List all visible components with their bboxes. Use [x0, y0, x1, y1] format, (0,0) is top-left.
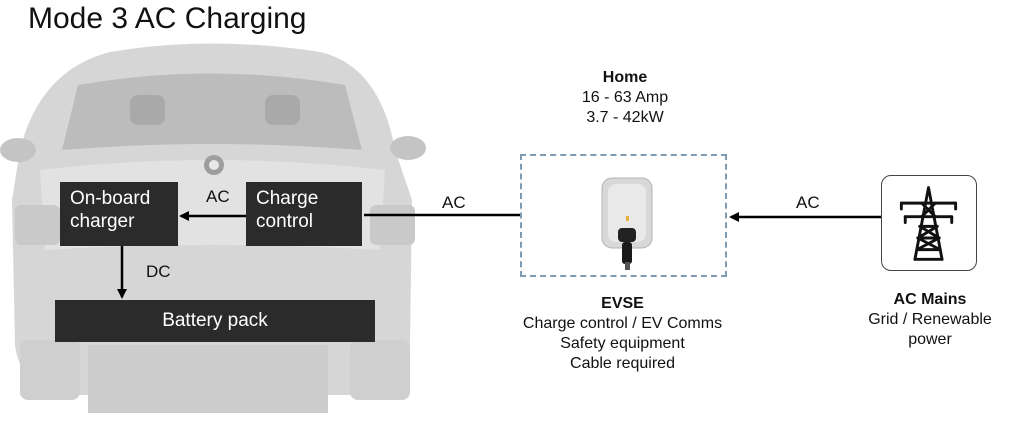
mains-line-1: Grid / Renewable	[868, 311, 992, 328]
diagram-title: Mode 3 AC Charging	[28, 2, 307, 35]
home-power: 3.7 - 42kW	[586, 109, 664, 126]
evse-info: EVSE Charge control / EV Comms Safety eq…	[500, 294, 745, 374]
mains-heading: AC Mains	[893, 291, 967, 308]
evse-line-3: Cable required	[570, 355, 675, 372]
evse-line-2: Safety equipment	[560, 335, 685, 352]
wallbox-charger-icon	[601, 177, 653, 270]
mains-to-evse-label: AC	[796, 193, 820, 212]
charge-control-box: Charge control	[246, 182, 362, 246]
evse-frame	[520, 154, 727, 277]
home-info: Home 16 - 63 Amp 3.7 - 42kW	[570, 68, 680, 128]
evse-heading: EVSE	[601, 295, 644, 312]
evse-line-1: Charge control / EV Comms	[522, 315, 723, 332]
evse-to-car-label: AC	[442, 193, 466, 212]
home-current: 16 - 63 Amp	[581, 89, 669, 106]
car-dc-label: DC	[146, 262, 171, 281]
car-ac-label: AC	[206, 187, 230, 206]
transmission-tower-icon	[881, 175, 977, 271]
battery-pack-box: Battery pack	[55, 300, 375, 342]
home-heading: Home	[602, 69, 648, 86]
onboard-charger-box: On-board charger	[60, 182, 178, 246]
mains-info: AC Mains Grid / Renewable power	[848, 290, 1012, 350]
mains-line-2: power	[908, 331, 952, 348]
